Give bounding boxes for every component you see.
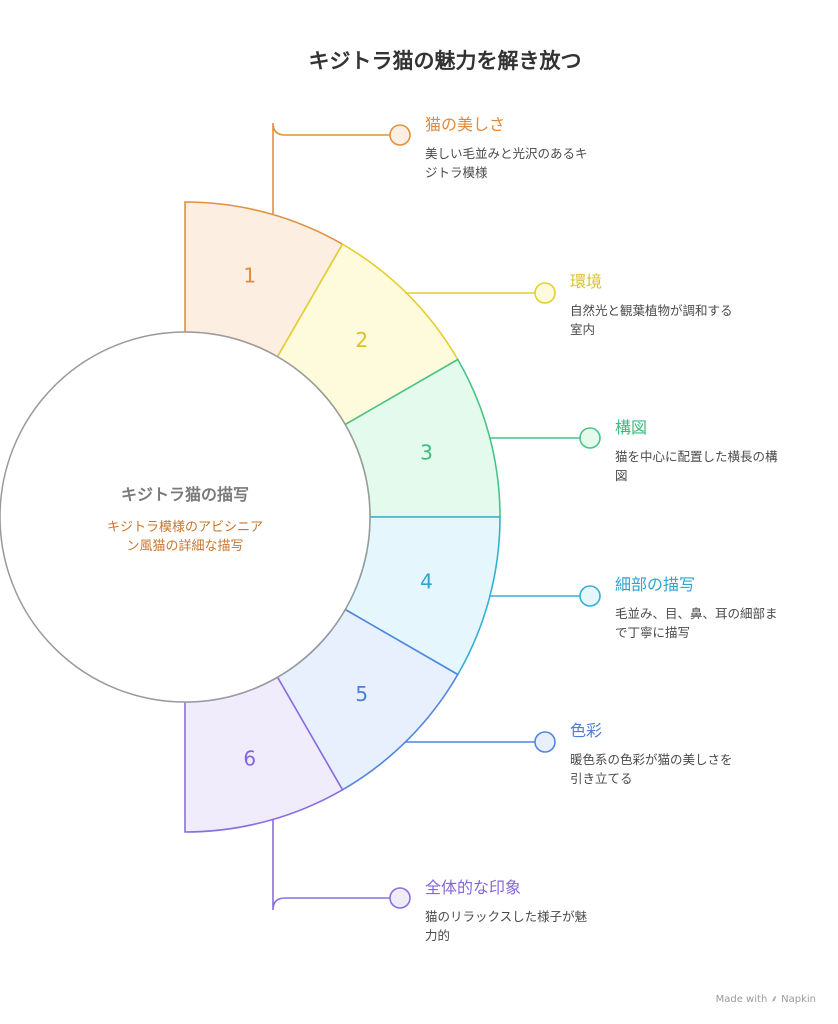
- connector-dot-5: [534, 731, 556, 753]
- center-circle: [0, 331, 371, 703]
- segment-number-5: 5: [355, 682, 368, 706]
- item-description-5: 暖色系の色彩が猫の美しさを: [570, 752, 733, 767]
- item-description-3: 図: [615, 468, 628, 483]
- item-description-1: ジトラ模様: [425, 165, 488, 180]
- footer-credit: Made with ⸙ Napkin: [716, 994, 816, 1005]
- item-title-5: 色彩: [570, 721, 602, 740]
- item-description-6: 力的: [425, 928, 450, 943]
- center-description-line: キジトラ模様のアビシニア: [107, 520, 263, 535]
- item-description-4: で丁寧に描写: [615, 625, 690, 640]
- connector-dot-3: [579, 427, 601, 449]
- item-title-4: 細部の描写: [615, 575, 695, 594]
- item-description-2: 自然光と観葉植物が調和する: [570, 303, 733, 318]
- connector-dot-4: [579, 585, 601, 607]
- diagram-title: キジトラ猫の魅力を解き放つ: [309, 49, 582, 73]
- item-description-3: 猫を中心に配置した横長の構: [615, 449, 778, 464]
- segment-number-1: 1: [243, 264, 256, 288]
- item-description-2: 室内: [570, 322, 595, 337]
- item-title-1: 猫の美しさ: [425, 115, 505, 134]
- connector-dot-6: [389, 887, 411, 909]
- item-title-6: 全体的な印象: [425, 878, 521, 897]
- item-description-4: 毛並み、目、鼻、耳の細部ま: [615, 606, 778, 621]
- center-description-line: ン風猫の詳細な描写: [126, 538, 243, 554]
- connectors: [272, 122, 601, 911]
- item-labels: 猫の美しさ美しい毛並みと光沢のあるキジトラ模様環境自然光と観葉植物が調和する室内…: [425, 115, 778, 943]
- connector-line-6: [272, 819, 390, 911]
- center-title: キジトラ猫の描写: [121, 485, 249, 504]
- connector-dot-1: [389, 124, 411, 146]
- item-description-5: 引き立てる: [570, 771, 633, 786]
- connector-line-1: [272, 122, 390, 215]
- connector-dot-2: [534, 282, 556, 304]
- segment-number-2: 2: [355, 328, 368, 352]
- item-description-1: 美しい毛並みと光沢のあるキ: [425, 146, 588, 161]
- item-title-2: 環境: [570, 272, 602, 291]
- item-description-6: 猫のリラックスした様子が魅: [425, 909, 588, 924]
- ring-segments: 1 2 3 4 5 6: [184, 201, 501, 833]
- segment-number-4: 4: [420, 570, 433, 594]
- segment-number-3: 3: [420, 440, 433, 464]
- item-title-3: 構図: [615, 418, 647, 437]
- segment-number-6: 6: [243, 746, 256, 770]
